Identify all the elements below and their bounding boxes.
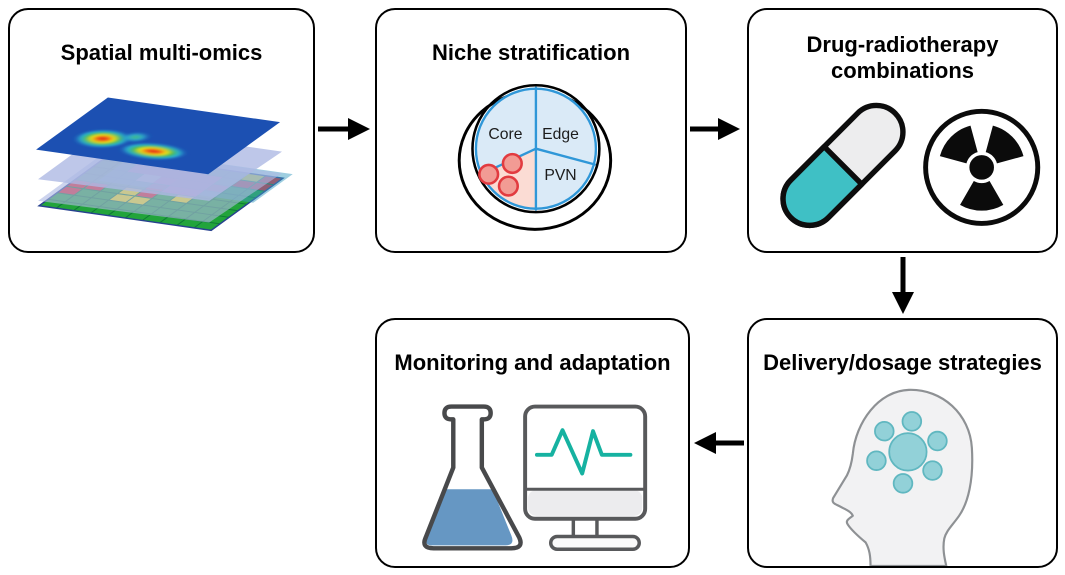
capsule-icon [780,102,906,229]
erlenmeyer-flask-icon [422,404,523,551]
arrow-spatial-to-niche [318,118,370,140]
monitor-ecg-icon [523,404,648,551]
box-title-monitoring: Monitoring and adaptation [394,350,671,375]
stage-box-spatial-multi-omics: Spatial multi-omics [8,8,315,253]
monitor-bottom-band [528,490,643,516]
petri-dish-inner-edge [471,83,601,214]
box-title-drug-line1: Drug-radiotherapy [806,32,999,57]
ecg-waveform [534,428,633,476]
niche-label-edge: Edge [542,126,579,143]
drug-radiotherapy-icons [780,102,1041,229]
tumor-cells [478,152,523,197]
heatmap-layer [36,97,281,175]
monitoring-icons [422,404,648,551]
arrow-niche-to-drug [690,118,740,140]
monitor-stand-base [548,534,641,551]
flask-outline [422,404,523,551]
flask-liquid [425,489,513,546]
box-title-delivery: Delivery/dosage strategies [763,350,1042,375]
niche-label-pvn: PVN [544,167,576,184]
stage-box-niche-stratification: Niche stratification Core Ed [375,8,687,253]
stage-box-monitoring-adaptation: Monitoring and adaptation [375,318,690,568]
stage-box-drug-radiotherapy: Drug-radiotherapy combinations [747,8,1058,253]
arrow-drug-to-delivery [892,257,914,314]
niche-divider-lines [474,86,598,211]
box-title-drug-line2: combinations [830,58,974,83]
box-title-niche: Niche stratification [431,40,631,65]
layered-spatial-omics-maps-icon [10,97,313,251]
nanoparticles [866,411,948,494]
arrow-delivery-to-monitoring [694,432,744,454]
radiation-trefoil-icon [923,108,1041,226]
box-title-spatial: Spatial multi-omics [60,40,263,65]
petri-dish-niche-sectors-icon: Core Edge PVN [457,83,613,231]
head-profile-nanoparticles-icon [831,388,974,566]
box-title-drug: Drug-radiotherapy combinations [749,32,1056,84]
stage-box-delivery-dosage: Delivery/dosage strategies [747,318,1058,568]
niche-label-core: Core [488,126,522,143]
